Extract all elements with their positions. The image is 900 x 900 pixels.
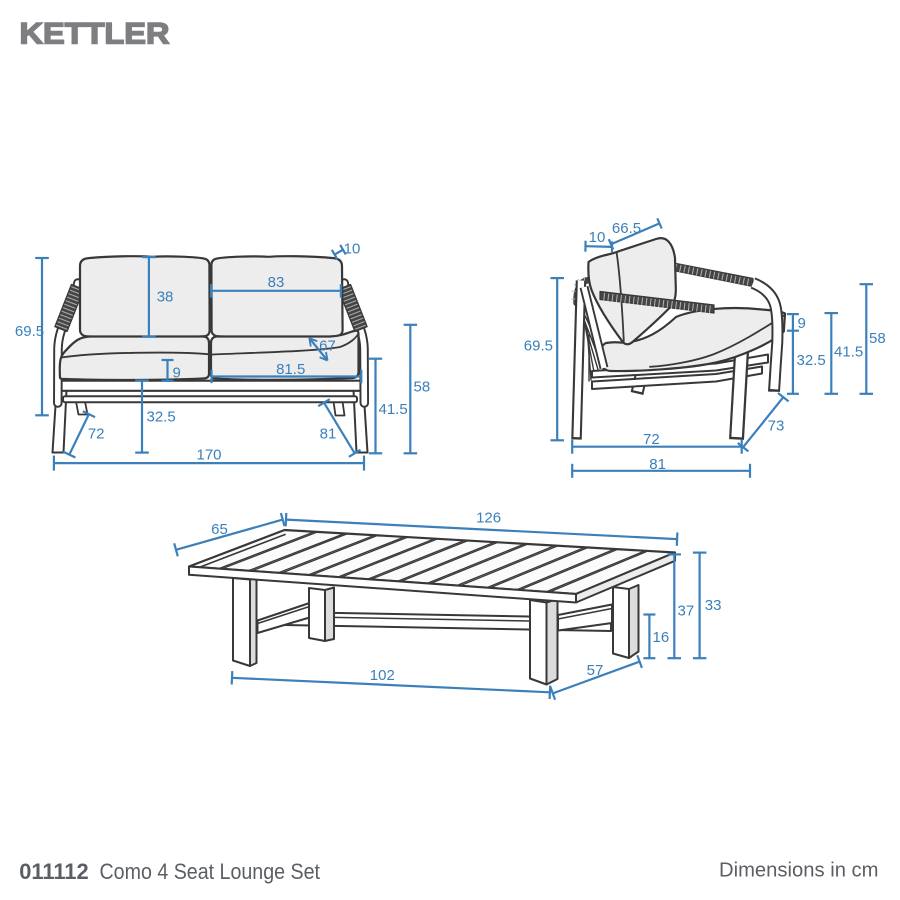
svg-text:81: 81	[320, 426, 337, 443]
svg-text:69.5: 69.5	[524, 338, 553, 355]
svg-text:72: 72	[643, 431, 660, 448]
svg-text:67: 67	[319, 338, 336, 355]
svg-text:102: 102	[370, 667, 395, 684]
svg-text:57: 57	[587, 662, 604, 679]
svg-text:16: 16	[653, 629, 670, 646]
svg-text:011112: 011112	[19, 859, 89, 884]
svg-text:9: 9	[798, 315, 806, 332]
svg-text:38: 38	[157, 289, 174, 306]
svg-text:32.5: 32.5	[147, 408, 176, 425]
svg-text:KETTLER: KETTLER	[20, 17, 170, 50]
svg-text:10: 10	[344, 241, 361, 258]
svg-text:72: 72	[88, 426, 105, 443]
svg-text:32.5: 32.5	[797, 352, 826, 369]
svg-text:66.5: 66.5	[612, 220, 641, 237]
svg-text:81.5: 81.5	[276, 361, 305, 378]
svg-text:41.5: 41.5	[379, 401, 408, 418]
svg-text:170: 170	[196, 447, 221, 464]
svg-text:41.5: 41.5	[834, 343, 863, 360]
svg-text:126: 126	[476, 510, 501, 527]
svg-text:65: 65	[211, 521, 228, 538]
svg-text:Dimensions in cm: Dimensions in cm	[719, 860, 879, 882]
svg-text:37: 37	[678, 603, 695, 620]
svg-text:10: 10	[589, 229, 606, 246]
svg-text:58: 58	[414, 378, 431, 395]
svg-text:83: 83	[268, 274, 285, 291]
svg-text:Como 4 Seat Lounge Set: Como 4 Seat Lounge Set	[100, 859, 321, 884]
svg-text:58: 58	[869, 330, 886, 347]
svg-text:69.5: 69.5	[15, 323, 44, 340]
svg-text:33: 33	[705, 597, 722, 614]
svg-text:81: 81	[649, 456, 666, 473]
svg-text:73: 73	[768, 418, 785, 435]
svg-text:9: 9	[173, 364, 181, 381]
